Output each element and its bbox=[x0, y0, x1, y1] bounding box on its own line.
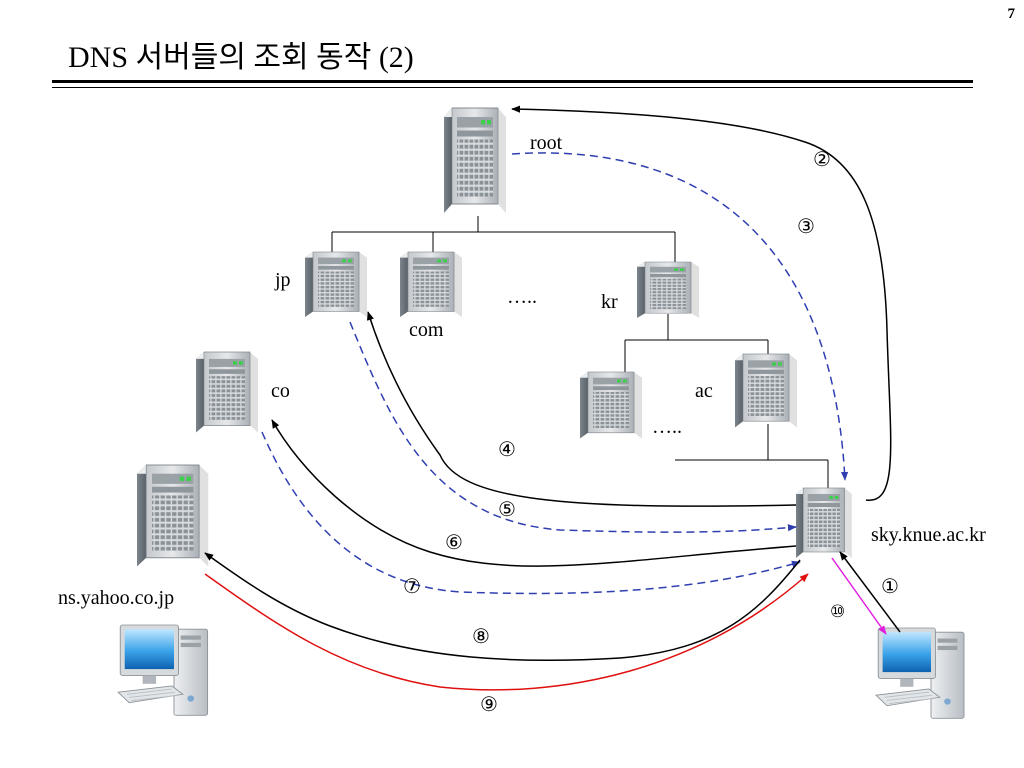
slide-title: DNS 서버들의 조회 동작 (2) bbox=[68, 41, 414, 74]
ac-server-icon bbox=[734, 353, 798, 429]
arrow-step-10 bbox=[831, 557, 887, 635]
arrow-step-1 bbox=[839, 551, 901, 633]
kr-server-icon bbox=[636, 261, 700, 319]
ac-label: ac bbox=[695, 380, 713, 402]
yahoo-computer-icon bbox=[117, 624, 209, 716]
step-3-label: ③ bbox=[797, 216, 815, 238]
step-2-label: ② bbox=[813, 149, 831, 171]
step-9-label: ⑨ bbox=[480, 694, 498, 716]
step-7-label: ⑦ bbox=[403, 576, 421, 598]
com-server-icon bbox=[399, 251, 463, 318]
step-10-label: ⑩ bbox=[830, 602, 845, 621]
arrow-step-6 bbox=[271, 419, 797, 567]
root-label: root bbox=[530, 132, 563, 154]
title-rule-thick bbox=[52, 80, 973, 83]
kr-label: kr bbox=[601, 291, 618, 313]
arrow-step-8 bbox=[204, 552, 801, 662]
arrow-step-7 bbox=[261, 431, 801, 595]
co-server-icon bbox=[195, 351, 259, 434]
tree-lines bbox=[331, 216, 829, 488]
jp-label: jp bbox=[274, 269, 291, 291]
arrow-step-5 bbox=[349, 321, 797, 533]
step-6-label: ⑥ bbox=[445, 532, 463, 554]
title-rule-thin bbox=[52, 87, 973, 88]
root-server-icon bbox=[443, 107, 507, 214]
step-4-label: ④ bbox=[498, 439, 516, 461]
slide-number: 7 bbox=[1007, 6, 1016, 22]
kr-children-ellipsis: ….. bbox=[652, 416, 682, 438]
arrow-step-2 bbox=[511, 105, 892, 501]
step-1-label: ① bbox=[881, 576, 899, 598]
jp-server-icon bbox=[304, 251, 368, 318]
com-label: com bbox=[409, 319, 444, 341]
client-computer-icon bbox=[875, 627, 965, 719]
step-5-label: ⑤ bbox=[498, 499, 516, 521]
arrow-step-9 bbox=[204, 573, 809, 691]
kr-child-server-icon bbox=[579, 371, 643, 439]
tld-ellipsis: ….. bbox=[507, 286, 537, 308]
arrow-step-3 bbox=[511, 152, 849, 481]
local-dns-label: sky.knue.ac.kr bbox=[871, 524, 986, 546]
local-dns-server-icon bbox=[795, 487, 853, 559]
co-label: co bbox=[271, 380, 290, 402]
yahoo-dns-label: ns.yahoo.co.jp bbox=[58, 587, 174, 609]
yahoo-server-icon bbox=[136, 464, 210, 568]
step-8-label: ⑧ bbox=[472, 626, 490, 648]
arrow-step-4 bbox=[367, 311, 797, 507]
